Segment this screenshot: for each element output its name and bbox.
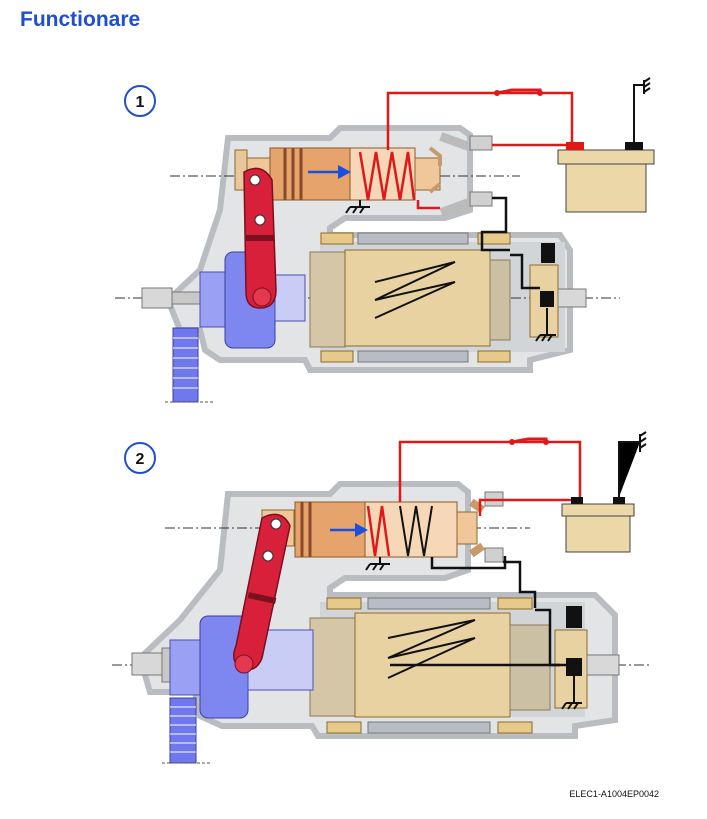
ground-symbol-icon: [365, 557, 390, 571]
battery-icon: [557, 142, 655, 213]
ground-symbol-icon: [561, 676, 582, 710]
engagement-lever-2: [233, 513, 291, 674]
armature-1: [309, 249, 511, 348]
direction-arrow-icon: [308, 165, 351, 179]
switch-icon: [509, 437, 549, 445]
starter-diagram-1: 1: [115, 77, 655, 403]
wiring-2: [390, 440, 582, 667]
step-badge-2: 2: [124, 442, 156, 474]
ground-symbol-icon: [345, 200, 370, 214]
reference-code: ELEC1-A1004EP0042: [569, 789, 659, 799]
direction-arrow-icon: [330, 523, 368, 537]
field-magnets-1: [320, 232, 511, 363]
starter-diagram-2: 2: [112, 431, 650, 764]
switch-icon: [494, 88, 543, 96]
ground-symbol-icon: [535, 308, 556, 342]
field-magnets-2: [326, 597, 533, 734]
brush-assembly-2: [554, 606, 620, 709]
solenoid-1: [234, 132, 493, 217]
step-badge-1: 1: [124, 85, 156, 117]
engagement-lever-1: [243, 167, 277, 309]
armature-2: [309, 612, 551, 718]
wiring-1: [386, 91, 574, 290]
step-number-2: 2: [136, 451, 145, 468]
ground-symbol-icon: [618, 431, 647, 497]
ring-gear-1: [165, 327, 215, 403]
ground-symbol-icon: [633, 77, 651, 142]
solenoid-2: [261, 491, 504, 563]
page-title: Functionare: [20, 8, 141, 31]
step-number-1: 1: [136, 94, 145, 111]
battery-icon: [561, 497, 635, 553]
ring-gear-2: [162, 697, 212, 764]
